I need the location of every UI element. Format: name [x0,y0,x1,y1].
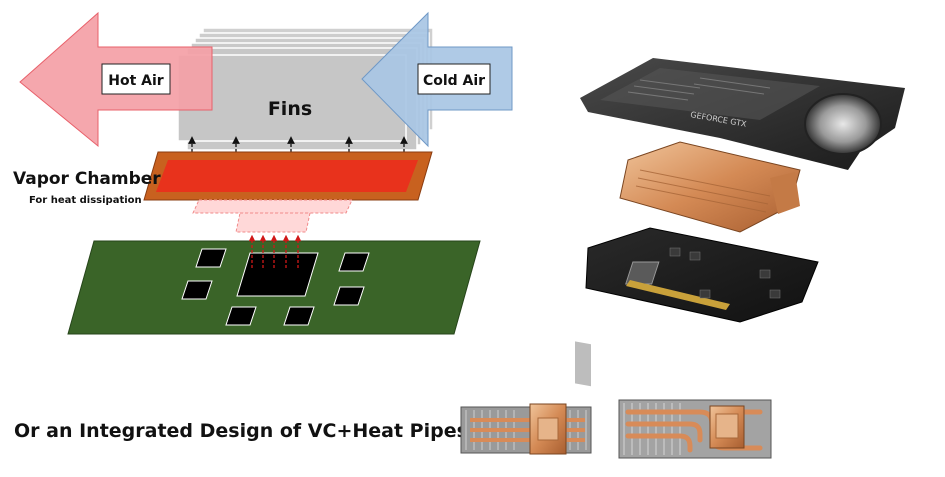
vram-chip [338,252,370,272]
vram-chip [225,306,257,326]
graphics-card-pcb-photo [575,227,819,387]
cold-air-label: Cold Air [423,73,485,89]
gpu-shroud-photo: GEFORCE GTX [580,58,905,170]
hot-air-arrow: Hot Air [19,11,213,148]
cold-air-arrow: Cold Air [361,11,513,148]
hot-air-label: Hot Air [108,73,164,89]
fan-icon [804,93,882,155]
vram-chip [283,306,315,326]
pcb-components [181,248,370,326]
vram-chip [181,280,213,300]
integrated-design-caption: Or an Integrated Design of VC+Heat Pipes [14,420,468,442]
vram-chip [333,286,365,306]
vapor-chamber-heatsink-photo [619,141,801,233]
vapor-chamber-title: Vapor Chamber [13,169,161,189]
fins-label: Fins [268,98,312,120]
vram-chip [195,248,227,268]
gpu-chip [236,252,319,297]
integrated-heatsink-photo-1 [460,403,592,455]
vapor-chamber-subtitle: For heat dissipation [29,195,142,206]
thermal-interface [192,199,353,233]
vapor-chamber [143,151,433,201]
heat-rise-arrows [248,234,302,268]
integrated-heatsink-photo-2 [618,399,772,459]
